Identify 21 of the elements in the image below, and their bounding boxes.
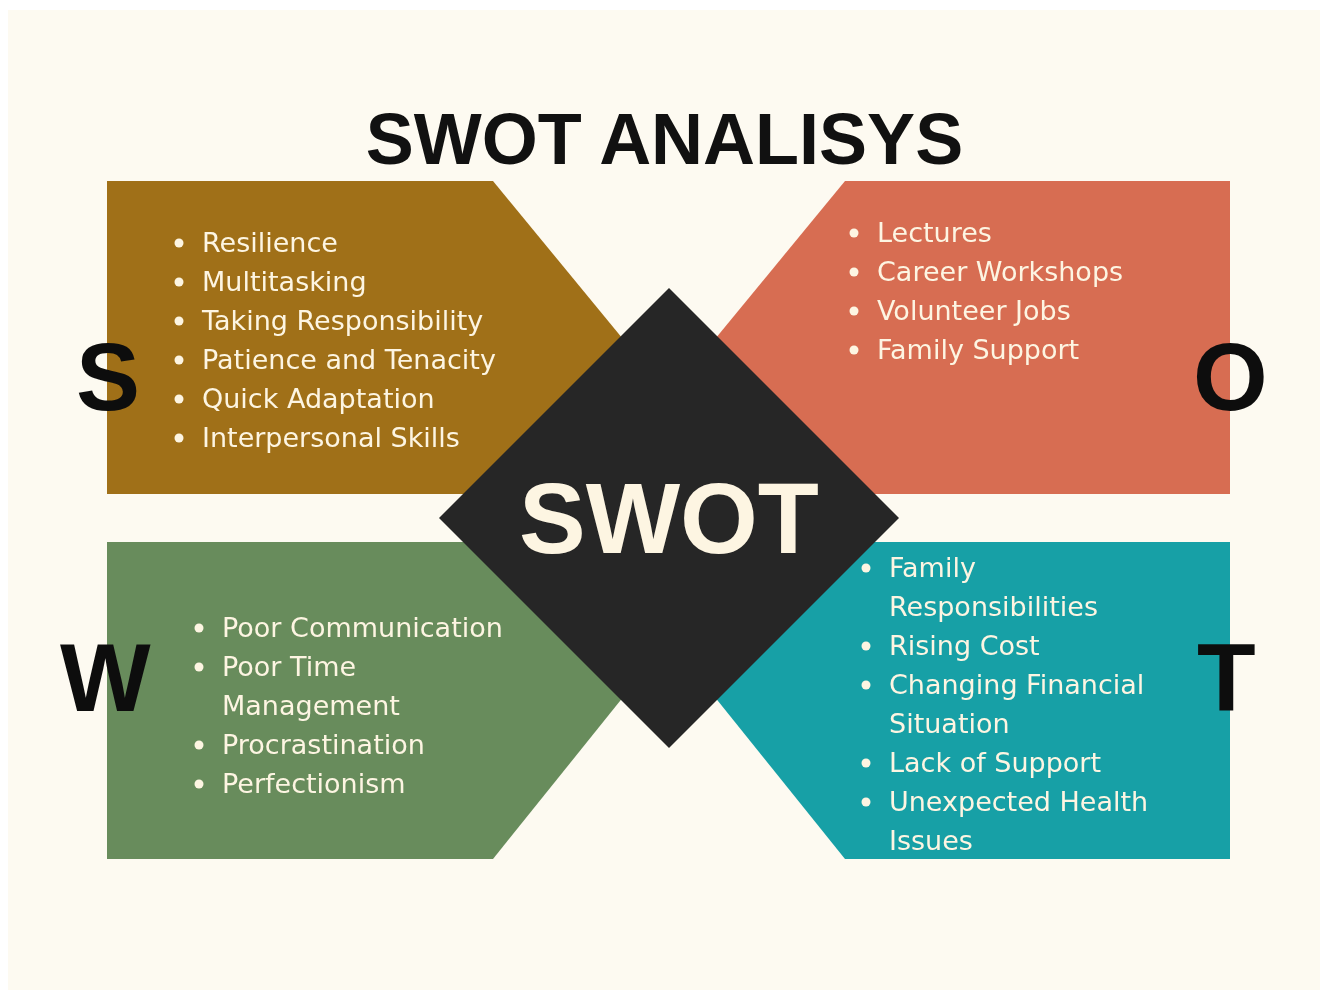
bullet-text: Lectures xyxy=(877,217,992,248)
bullet-text: Resilience xyxy=(202,227,338,258)
bullet-text: Lack of Support xyxy=(889,747,1101,778)
bullet-text: Poor Communication xyxy=(222,612,503,643)
bullet-text: Family Support xyxy=(877,334,1080,365)
bullet-text: Family Responsibilities xyxy=(889,552,1098,622)
bullet-text: Unexpected Health Issues xyxy=(889,786,1149,856)
bullet-text: Multitasking xyxy=(202,266,367,297)
bullet-text: Taking Responsibility xyxy=(202,305,484,336)
diamond-label: SWOT xyxy=(519,468,819,568)
bullet-text: Poor Time Management xyxy=(222,651,400,721)
bullet-text: Career Workshops xyxy=(877,256,1124,287)
bullet-text: Rising Cost xyxy=(889,630,1040,661)
bullet-text: Quick Adaptation xyxy=(202,383,435,414)
bullet-text: Interpersonal Skills xyxy=(202,422,460,453)
bullet-text: Changing Financial Situation xyxy=(889,669,1145,739)
bullet-text: Patience and Tenacity xyxy=(202,344,496,375)
bullet-text: Volunteer Jobs xyxy=(877,295,1071,326)
bullet-text: Perfectionism xyxy=(222,768,406,799)
bullet-text: Procrastination xyxy=(222,729,425,760)
page-title: SWOT ANALISYS xyxy=(364,98,965,180)
